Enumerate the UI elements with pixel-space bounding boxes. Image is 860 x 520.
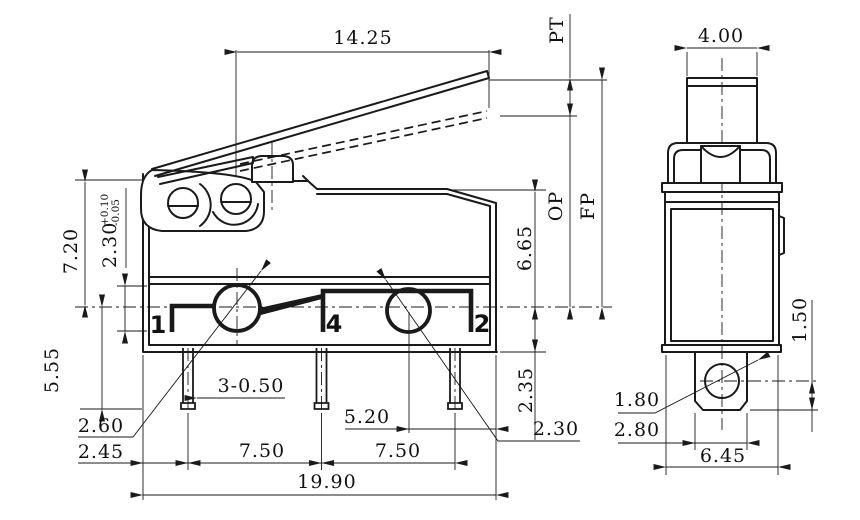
terminal1-conductor <box>169 303 213 332</box>
bracket-outline <box>140 169 265 232</box>
side-dimension-labels: 14.25 PT OP FP 6.65 2.35 7.20 2.30 +0.10… <box>41 16 599 493</box>
lever-free <box>151 70 490 177</box>
dim-pin-spec: 3-0.50 <box>218 375 285 397</box>
front-side-clip <box>778 215 785 256</box>
dim-overall-width: 19.90 <box>297 471 356 493</box>
lever-hinge-plate <box>157 156 254 185</box>
side-dimension-lines <box>78 14 606 499</box>
front-seat-arc <box>700 145 741 158</box>
dim-pitch-right: 7.50 <box>375 440 421 462</box>
front-bottom-flange <box>661 344 782 353</box>
side-extension-lines <box>75 50 612 500</box>
front-body <box>661 77 785 411</box>
pin1 <box>180 348 196 410</box>
front-extension-lines <box>665 52 818 475</box>
contact-right-circle <box>385 287 432 334</box>
dim-overall-depth: 6.45 <box>700 445 746 467</box>
moving-blade <box>257 294 322 316</box>
front-body-outline <box>664 191 780 346</box>
dim-center-to-bottom: 2.35 <box>515 367 537 413</box>
screw-left <box>167 187 199 219</box>
terminal-label-1: 1 <box>150 311 167 339</box>
hinge-bracket <box>140 169 265 232</box>
pin4 <box>313 348 330 410</box>
terminal4-2-conductor <box>320 288 474 332</box>
label-op: OP <box>545 191 567 221</box>
dim-top-to-center: 6.65 <box>514 225 536 271</box>
front-dimension-lines <box>618 44 816 471</box>
contact-mechanism <box>169 268 474 346</box>
bracket-divider-arc <box>199 183 212 227</box>
dim-contact-right-dia: 2.30 <box>533 418 579 440</box>
terminal-label-4: 4 <box>326 310 343 338</box>
dim-hole-dia: 1.80 <box>614 389 660 411</box>
lever <box>151 70 490 185</box>
dim-height-overall: 7.20 <box>60 228 82 274</box>
lever-pressed-dashed <box>239 110 488 172</box>
leader-contact-right <box>376 268 580 442</box>
front-plunger <box>686 77 758 144</box>
side-view: 14.25 PT OP FP 6.65 2.35 7.20 2.30 +0.10… <box>41 14 612 500</box>
roller-outer-arc <box>212 203 259 226</box>
leader-contact-left <box>78 259 272 438</box>
front-dimension-labels: 4.00 1.50 1.80 2.80 6.45 <box>614 25 811 467</box>
terminal-label-2: 2 <box>474 310 491 338</box>
label-pt: PT <box>546 16 568 43</box>
dim-hinge-height-group: 2.30 +0.10 -0.05 <box>99 194 122 268</box>
solder-pins <box>180 348 463 414</box>
front-flange-plate <box>661 182 783 193</box>
label-fp: FP <box>577 192 599 220</box>
dim-hole-to-bottom: 1.50 <box>789 297 811 343</box>
dim-hinge-height: 2.30 <box>99 222 121 268</box>
leader-hole-dia <box>618 351 771 414</box>
mounting-hole <box>704 363 740 399</box>
front-cap-outer <box>667 142 777 184</box>
dim-lever-width: 4.00 <box>698 25 744 47</box>
pin2 <box>447 348 463 410</box>
dim-pin-length: 5.55 <box>41 347 63 393</box>
dim-contact-right-offset: 5.20 <box>344 406 390 428</box>
dim-contact-left-dia: 2.60 <box>78 415 124 437</box>
dim-tab-width: 2.80 <box>614 419 660 441</box>
dim-hinge-tol-plus: +0.10 <box>99 194 111 226</box>
dim-edge-to-pin: 2.45 <box>78 441 124 463</box>
dim-lever-length: 14.25 <box>333 27 392 49</box>
dim-hinge-tol-minus: -0.05 <box>110 199 122 226</box>
front-view: 4.00 1.50 1.80 2.80 6.45 <box>614 25 818 475</box>
screw-right <box>220 183 252 215</box>
dim-pitch-left: 7.50 <box>239 440 285 462</box>
